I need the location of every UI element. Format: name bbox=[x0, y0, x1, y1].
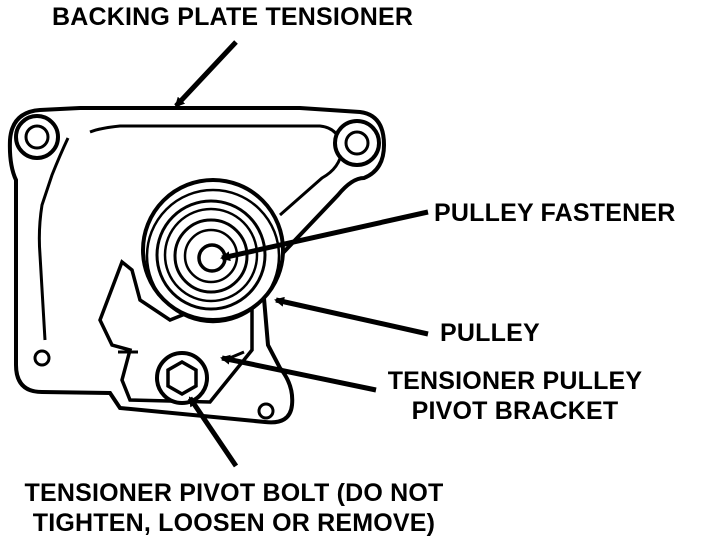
label-pulley-fastener: PULLEY FASTENER bbox=[434, 199, 676, 227]
mounting-hole-top-left bbox=[14, 114, 60, 160]
arrow-pulley-fastener bbox=[220, 209, 429, 262]
arrow-backing-plate-tensioner bbox=[174, 40, 238, 108]
arrow-tensioner-pivot-bolt bbox=[187, 396, 239, 468]
label-tensioner-pulley-pivot-bracket-line1: TENSIONER PULLEY bbox=[387, 367, 643, 395]
label-tensioner-pulley-pivot-bracket: TENSIONER PULLEY PIVOT BRACKET bbox=[380, 366, 650, 426]
mounting-hole-bottom-left bbox=[33, 349, 51, 367]
mounting-hole-bottom-right bbox=[257, 402, 275, 420]
label-tensioner-pivot-bolt: TENSIONER PIVOT BOLT (DO NOT TIGHTEN, LO… bbox=[8, 478, 460, 538]
pivot-bolt-icon bbox=[155, 351, 209, 405]
mounting-hole-top-right bbox=[333, 119, 381, 167]
arrow-tensioner-pulley-pivot-bracket bbox=[220, 354, 377, 393]
pivot-bracket-shape bbox=[98, 259, 254, 404]
label-tensioner-pivot-bolt-line1: TENSIONER PIVOT BOLT (DO NOT bbox=[24, 479, 444, 507]
pulley-fastener-bolt-icon bbox=[197, 243, 227, 273]
label-backing-plate-tensioner: BACKING PLATE TENSIONER bbox=[52, 3, 414, 31]
label-pulley: PULLEY bbox=[440, 319, 540, 347]
arrow-pulley bbox=[274, 296, 429, 337]
label-tensioner-pulley-pivot-bracket-line2: PIVOT BRACKET bbox=[411, 397, 619, 425]
label-tensioner-pivot-bolt-line2: TIGHTEN, LOOSEN OR REMOVE) bbox=[32, 509, 436, 537]
